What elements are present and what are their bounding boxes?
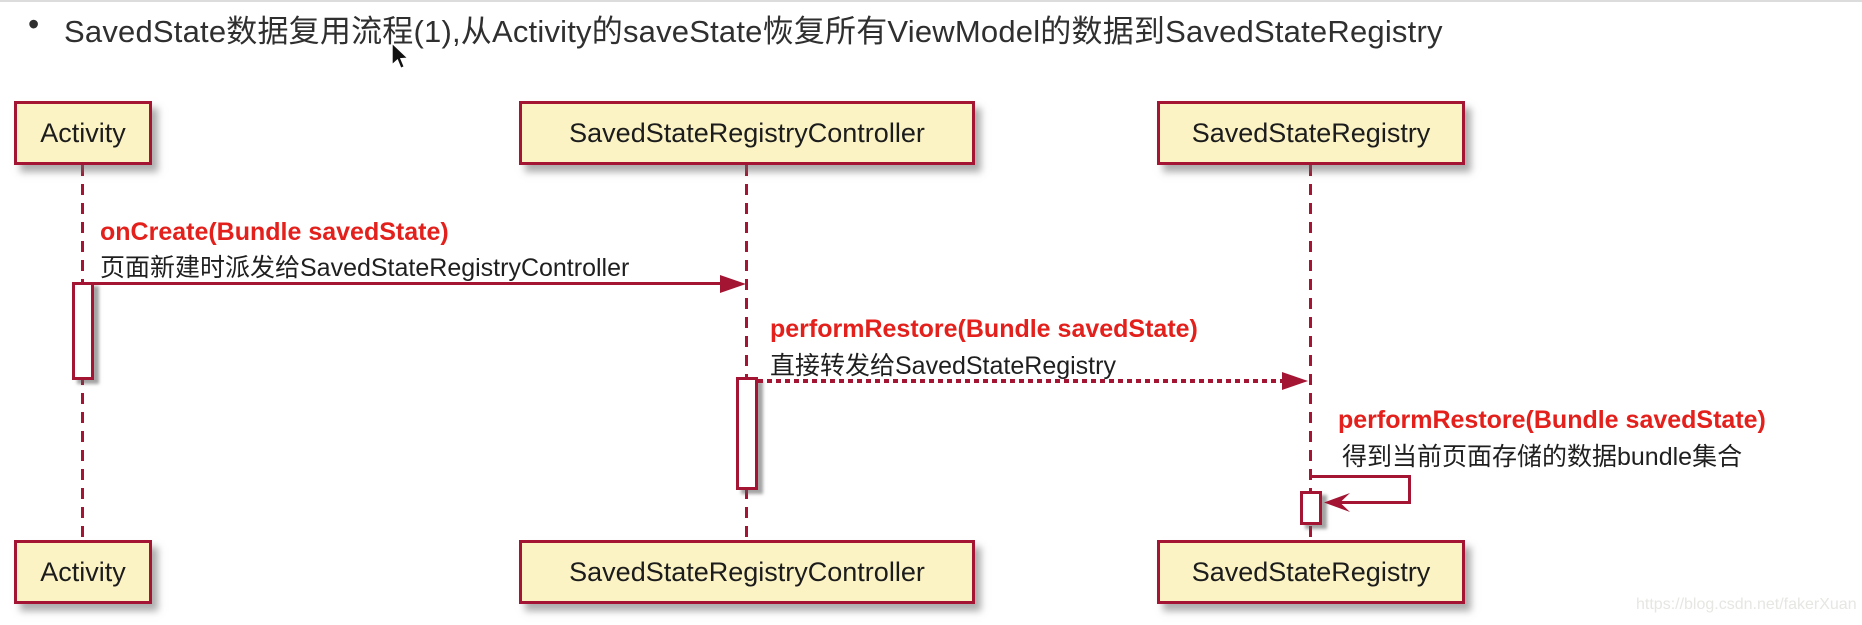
participant-box-savedstateregistrycontroller-bottom: SavedStateRegistryController (519, 540, 975, 604)
message-1-arrowhead (720, 275, 746, 293)
message-1-method: onCreate(Bundle savedState) (100, 218, 449, 246)
message-2-method: performRestore(Bundle savedState) (770, 315, 1198, 343)
lifeline-savedstateregistry (1309, 165, 1312, 540)
self-message-right-line (1408, 475, 1411, 504)
activation-bar-activity (72, 282, 94, 380)
message-2-arrowhead (1282, 372, 1308, 390)
participant-box-savedstateregistry-top: SavedStateRegistry (1157, 101, 1465, 165)
self-message-top-line (1311, 475, 1411, 478)
message-3-method: performRestore(Bundle savedState) (1338, 406, 1766, 434)
participant-label: SavedStateRegistry (1191, 117, 1431, 148)
mouse-cursor-icon (391, 42, 410, 70)
self-message-arrowhead (1324, 493, 1350, 512)
participant-label: SavedStateRegistryController (569, 556, 925, 587)
lifeline-savedstateregistrycontroller (745, 165, 748, 540)
message-1-note: 页面新建时派发给SavedStateRegistryController (100, 254, 630, 282)
participant-label: SavedStateRegistryController (569, 117, 925, 148)
participant-box-savedstateregistrycontroller-top: SavedStateRegistryController (519, 101, 975, 165)
activation-bar-savedstateregistrycontroller (736, 377, 758, 490)
self-message-bottom-line (1330, 501, 1411, 504)
watermark-url: https://blog.csdn.net/fakerXuan (1636, 596, 1857, 613)
participant-label: Activity (40, 117, 126, 148)
message-1-line (94, 282, 724, 285)
title-bullet: • (28, 6, 40, 42)
message-3-note: 得到当前页面存储的数据bundle集合 (1342, 443, 1743, 471)
message-2-note: 直接转发给SavedStateRegistry (770, 352, 1116, 380)
page-title: SavedState数据复用流程(1),从Activity的saveState恢… (64, 14, 1443, 49)
participant-label: Activity (40, 556, 126, 587)
participant-box-activity-bottom: Activity (14, 540, 152, 604)
message-2-line (758, 379, 1286, 383)
participant-label: SavedStateRegistry (1191, 556, 1431, 587)
participant-box-activity-top: Activity (14, 101, 152, 165)
activation-bar-savedstateregistry (1300, 491, 1322, 525)
participant-box-savedstateregistry-bottom: SavedStateRegistry (1157, 540, 1465, 604)
